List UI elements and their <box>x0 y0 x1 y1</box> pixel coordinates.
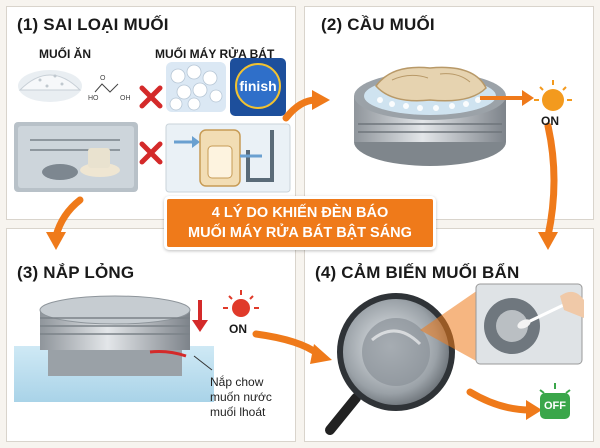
lamp-orange-on-icon <box>534 80 572 111</box>
table-salt-icon <box>18 70 82 102</box>
panel-3-lamp-label: ON <box>229 322 247 336</box>
panel-4-off-badge: OFF <box>540 393 570 419</box>
softener-diagram-icon <box>165 123 291 193</box>
table-salt-label: MUỐI ĂN <box>39 47 91 61</box>
magnifier-icon <box>325 293 455 435</box>
svg-text:HO: HO <box>88 95 99 102</box>
cross-icon <box>139 85 163 165</box>
banner-line-2: MUỐI MÁY RỬA BÁT BẬT SÁNG <box>188 225 412 241</box>
chemical-formula-icon: HO OH O <box>88 75 131 102</box>
note-line-1: Nắp chow <box>210 375 264 389</box>
cotton-swab-icon <box>517 291 584 329</box>
note-line-3: muối lhoát <box>210 405 266 419</box>
loose-cap-note: Nắp chow muốn nước muối lhoát <box>210 375 300 420</box>
lamp-green-off-icon <box>539 383 571 394</box>
arrow-icon <box>480 90 534 106</box>
panel-2-title: (2) CẦU MUỐI <box>321 15 435 34</box>
central-banner: 4 LÝ DO KHIẾN ĐÈN BÁO MUỐI MÁY RỬA BÁT B… <box>164 196 436 250</box>
dishwasher-salt-label: MUỐI MÁY RỬA BÁT <box>155 47 275 61</box>
panel-2-lamp-label: ON <box>541 114 559 128</box>
loose-cap-icon <box>14 295 214 402</box>
panel-4-title: (4) CẢM BIẾN MUỐI BẨN <box>315 263 520 282</box>
panel-1-title: (1) SAI LOẠI MUỐI <box>17 15 169 34</box>
salt-bridge-container-icon <box>354 66 506 166</box>
salt-pellets-icon <box>166 62 226 112</box>
banner-line-1: 4 LÝ DO KHIẾN ĐÈN BÁO <box>211 205 389 221</box>
down-arrow-icon <box>192 300 208 332</box>
finish-brand-text: finish <box>239 78 276 94</box>
flow-arrowheads <box>46 90 558 420</box>
note-line-2: muốn nước <box>210 390 272 404</box>
dishwasher-interior-icon <box>14 122 138 192</box>
svg-text:OH: OH <box>120 95 131 102</box>
svg-text:O: O <box>100 75 106 82</box>
panel-3-title: (3) NẮP LỎNG <box>17 263 135 282</box>
finish-box-icon: finish <box>230 58 286 116</box>
lamp-red-on-icon <box>223 290 259 317</box>
